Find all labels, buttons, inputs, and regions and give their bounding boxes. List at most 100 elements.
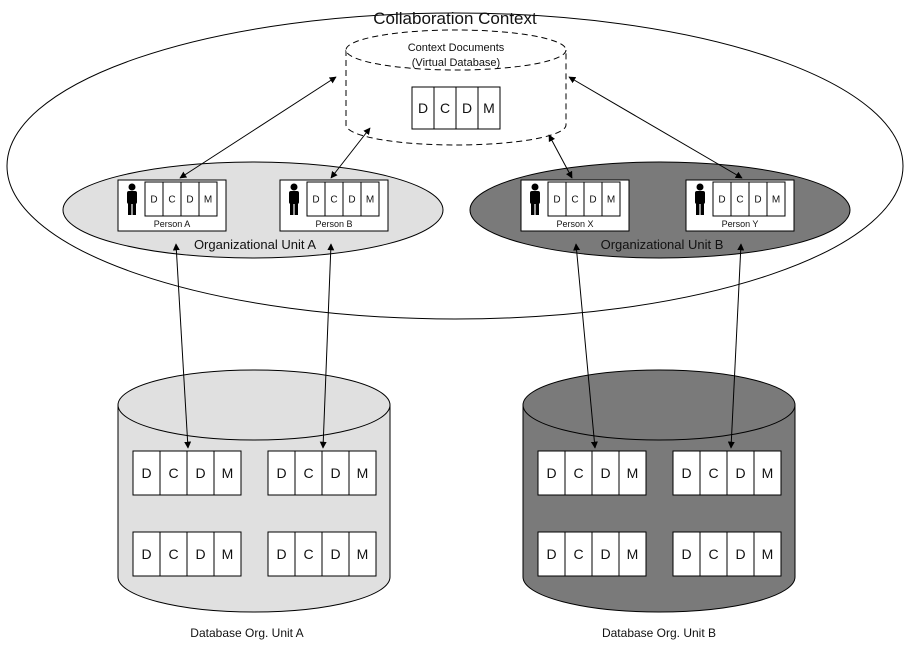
document-cell-letter: D — [600, 546, 610, 562]
person-name: Person X — [556, 219, 593, 229]
document-cell-letter: D — [150, 195, 157, 206]
document-cell — [601, 181, 621, 217]
document-cell — [159, 531, 188, 577]
document-cell — [591, 450, 620, 496]
org-unit-a-label: Organizational Unit A — [194, 237, 316, 252]
document-cell-letter: C — [571, 195, 578, 206]
document-cell — [132, 450, 161, 496]
document-cell — [672, 450, 701, 496]
document-cell-letter: D — [418, 100, 428, 116]
document-cell-letter: M — [357, 465, 369, 481]
document-cell — [321, 531, 350, 577]
document-cell-letter: D — [718, 195, 725, 206]
document-cell-letter: C — [168, 465, 178, 481]
document-cell-letter: C — [708, 546, 718, 562]
document-cell-letter: C — [736, 195, 743, 206]
arrows-layer — [172, 76, 745, 449]
document-cell-letter: D — [546, 465, 556, 481]
document-cell-letter: D — [186, 195, 193, 206]
document-cell-letter: C — [573, 465, 583, 481]
arrow-person-b-to-db-a — [319, 243, 335, 449]
document-cell — [564, 531, 593, 577]
document-cell-letter: C — [330, 195, 337, 206]
document-cell-letter: D — [735, 546, 745, 562]
person-icon — [530, 183, 540, 215]
document-cell — [294, 450, 323, 496]
org-unit-b-label: Organizational Unit B — [601, 237, 724, 252]
document-cell-letter: D — [600, 465, 610, 481]
document-cell — [213, 531, 242, 577]
document-cell — [726, 450, 755, 496]
document-cell-letter: C — [573, 546, 583, 562]
document-cell-letter: D — [195, 546, 205, 562]
document-cell-letter: M — [366, 195, 374, 206]
document-cell — [618, 450, 647, 496]
document-cell-letter: C — [440, 100, 450, 116]
person-icon — [289, 183, 299, 215]
document-cell-letter: M — [483, 100, 495, 116]
document-cell-letter: D — [735, 465, 745, 481]
document-cell — [348, 531, 377, 577]
document-cell — [198, 181, 218, 217]
context-documents-title: Context Documents — [408, 42, 505, 54]
document-cell-letter: D — [589, 195, 596, 206]
document-cell-letter: M — [627, 465, 639, 481]
document-cell-letter: D — [141, 546, 151, 562]
document-cell — [753, 450, 782, 496]
document-cell — [753, 531, 782, 577]
person-name: Person B — [315, 219, 352, 229]
document-cell-letter: D — [330, 546, 340, 562]
document-cell-letter: C — [303, 465, 313, 481]
document-cell-letter: D — [330, 465, 340, 481]
arrow-person-y-to-db-b — [727, 243, 745, 449]
document-cell — [537, 531, 566, 577]
document-cell-letter: D — [553, 195, 560, 206]
document-cell — [360, 181, 380, 217]
person-name: Person A — [154, 219, 191, 229]
arrow-context-to-person-a — [179, 76, 337, 179]
document-cell-letter: D — [276, 546, 286, 562]
document-cell — [618, 531, 647, 577]
document-cell — [186, 531, 215, 577]
document-cell — [348, 450, 377, 496]
document-cell-letter: D — [681, 546, 691, 562]
document-cell-letter: D — [754, 195, 761, 206]
document-cell-letter: D — [462, 100, 472, 116]
document-cell-letter: C — [168, 546, 178, 562]
collaboration-context-ellipse — [6, 12, 904, 320]
document-cell-letter: C — [303, 546, 313, 562]
document-cell-letter: D — [681, 465, 691, 481]
context-documents-subtitle: (Virtual Database) — [412, 57, 500, 69]
person-icon — [127, 183, 137, 215]
document-cell-letter: M — [627, 546, 639, 562]
document-cell — [477, 86, 501, 130]
arrow-person-x-to-db-b — [573, 243, 598, 449]
arrow-person-a-to-db-a — [172, 243, 192, 449]
document-cell-letter: D — [546, 546, 556, 562]
document-cell — [213, 450, 242, 496]
database-org-unit-b-label: Database Org. Unit B — [602, 626, 716, 640]
document-cell — [766, 181, 786, 217]
document-cell-letter: D — [312, 195, 319, 206]
document-cell-letter: M — [357, 546, 369, 562]
arrow-context-to-person-b — [330, 127, 371, 179]
document-cell — [132, 531, 161, 577]
document-cell — [699, 450, 728, 496]
person-icon — [695, 183, 705, 215]
